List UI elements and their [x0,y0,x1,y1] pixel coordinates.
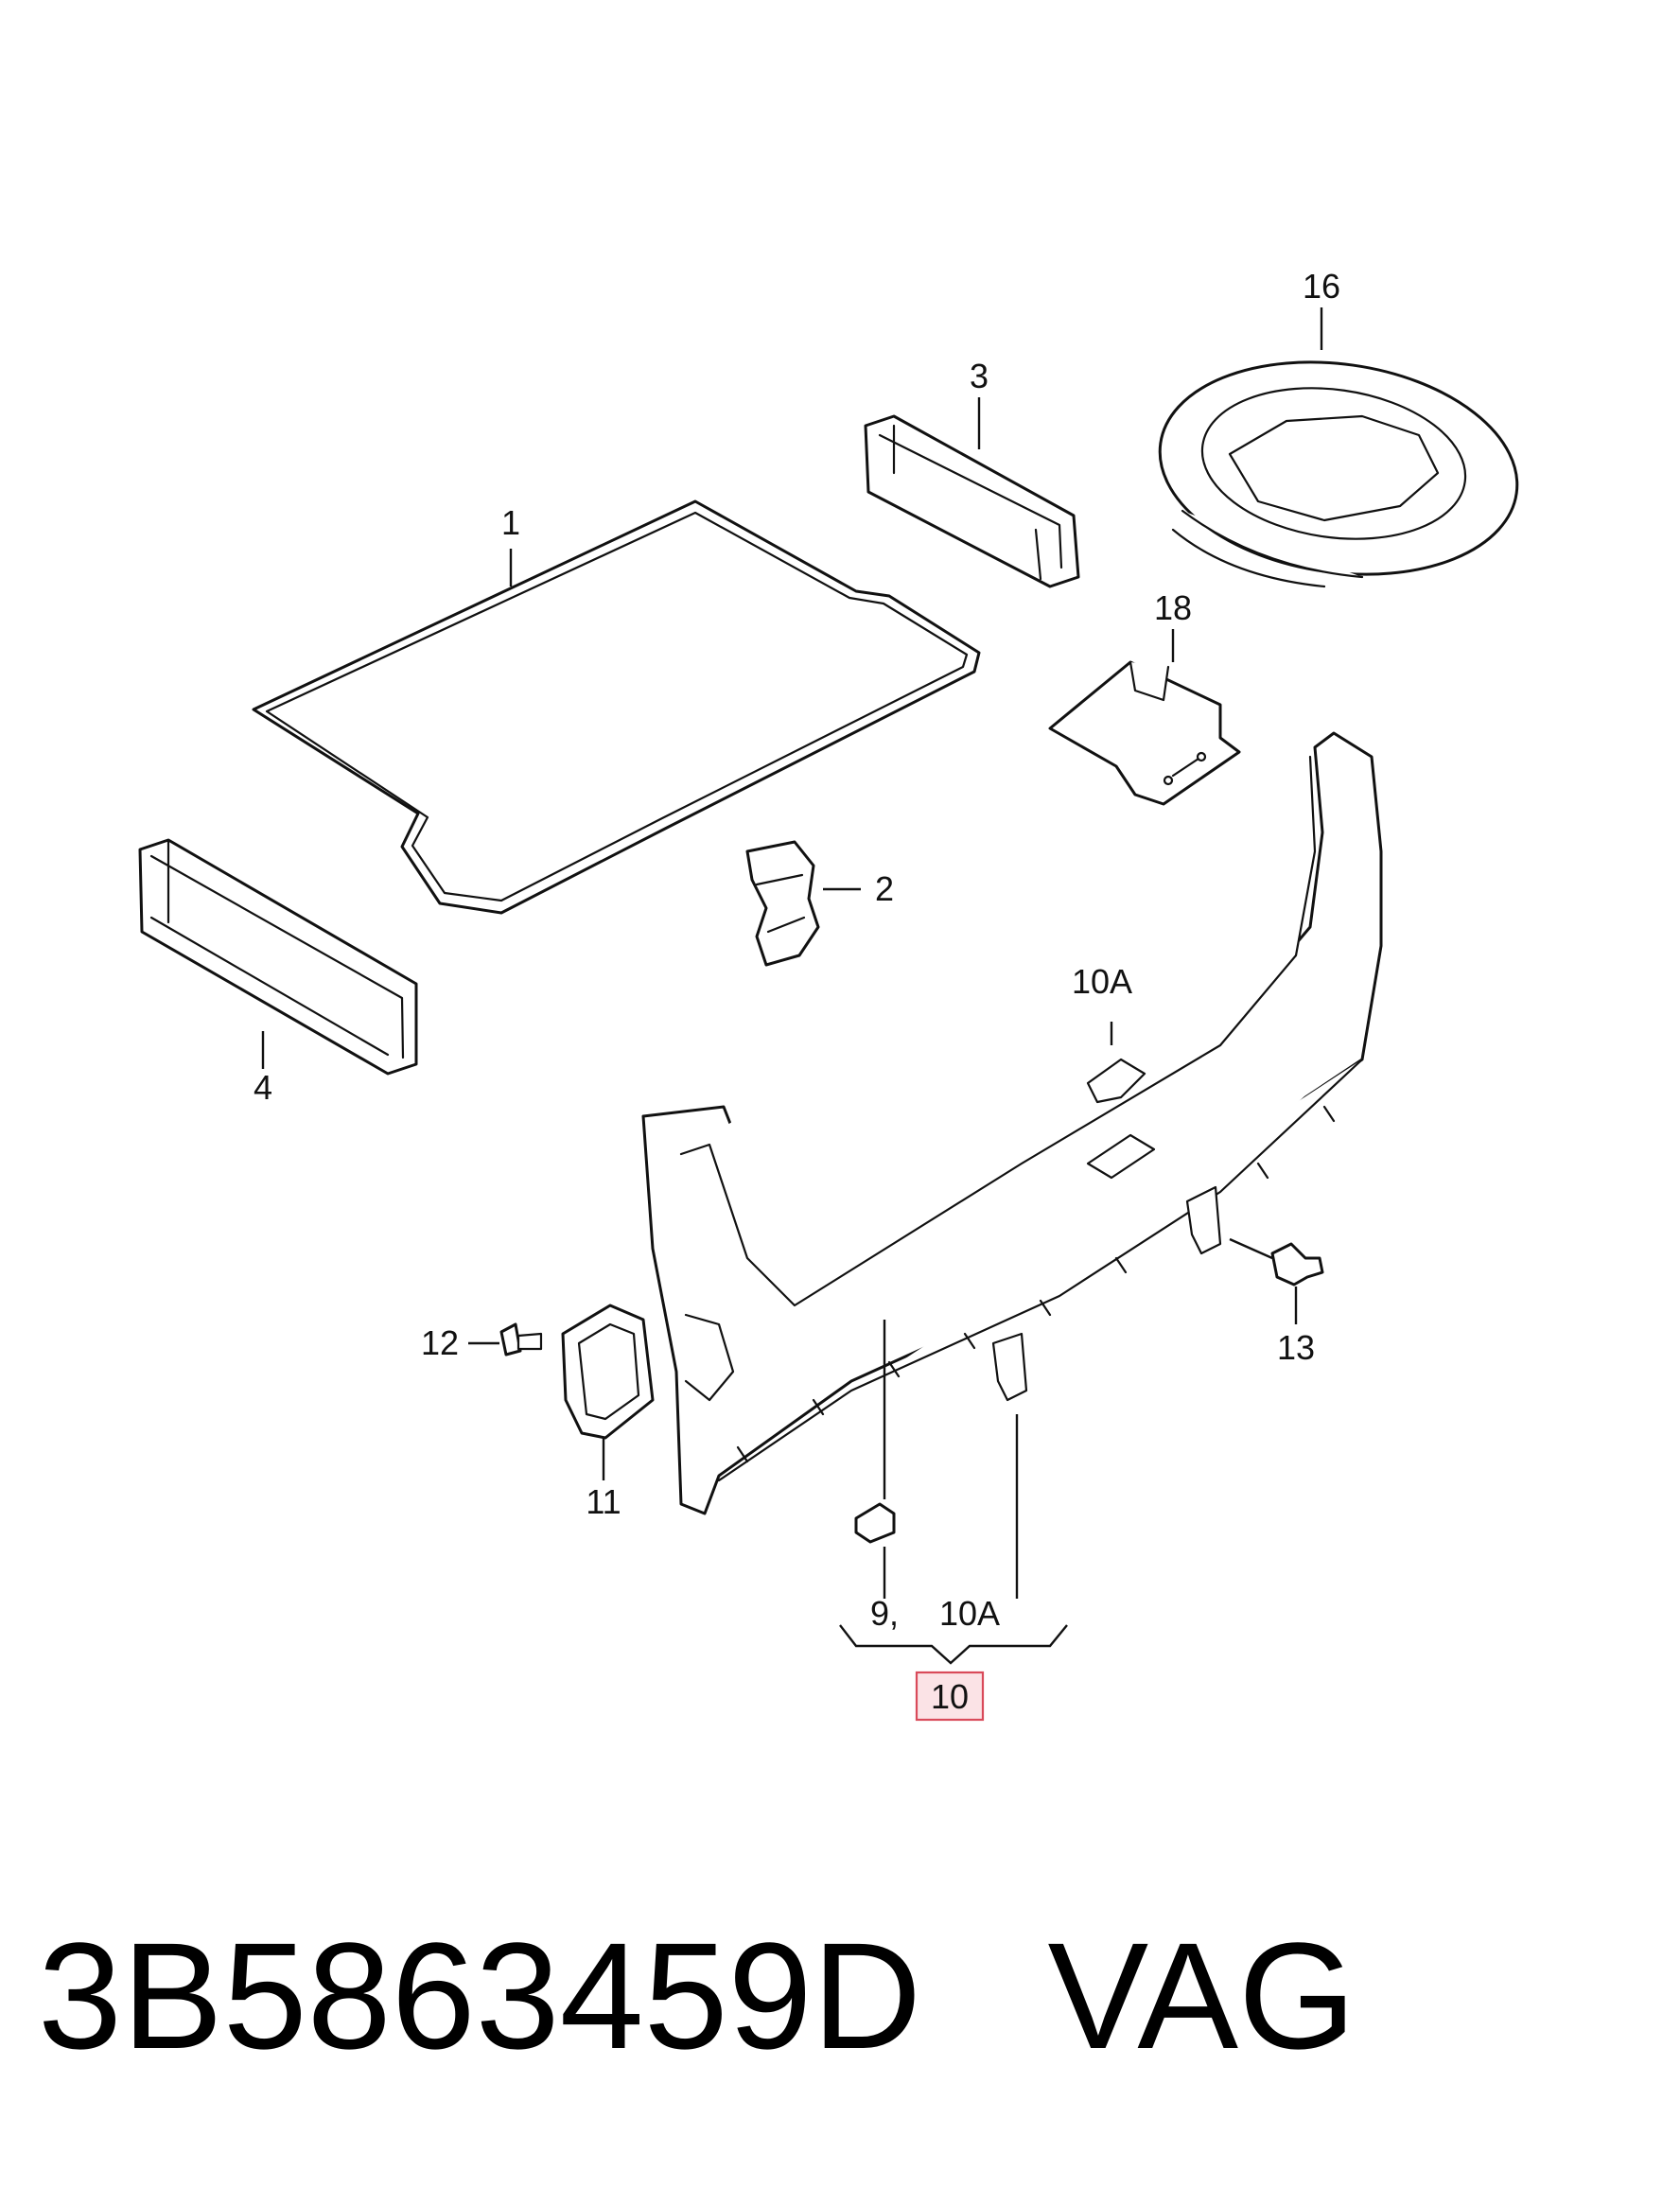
part-11-handle [561,1304,655,1440]
callout-11: 11 [586,1482,621,1521]
callout-1: 1 [501,503,520,542]
part-13-clip [1270,1242,1324,1287]
part-3-side-trim [864,414,1080,588]
callout-10a-top: 10A [1072,962,1132,1001]
callout-9: 9, [870,1594,899,1633]
callout-3: 3 [970,357,989,395]
caption: 3B5863459D VAG [38,1920,1356,2072]
part-12-screw [499,1322,543,1357]
callout-10a-bottom: 10A [939,1594,1000,1633]
callout-labels: 1 2 3 4 16 18 10A 12 13 11 9, 10A 10 [254,267,1340,1716]
callout-16: 16 [1303,267,1340,306]
callout-10: 10 [931,1677,969,1716]
part-18-bracket [1048,660,1241,806]
part-10-rear-trim-panel [641,731,1383,1515]
callout-4: 4 [254,1068,272,1107]
part-16-wheel-well-cover [1158,360,1519,588]
part-2-clip [745,840,820,967]
callout-18: 18 [1154,588,1192,627]
part-4-side-trim [138,838,418,1076]
highlight-box-10 [915,1671,985,1722]
part-9-clip [854,1502,896,1544]
brand-name: VAG [1047,1911,1356,2080]
callout-2: 2 [875,869,894,908]
callout-12: 12 [421,1323,459,1362]
caption-spacer [921,1911,1047,2080]
part-number: 3B5863459D [38,1911,922,2080]
part-1-floor-panel [252,499,981,915]
callout-13: 13 [1277,1328,1315,1367]
leader-lines [261,307,1323,1665]
